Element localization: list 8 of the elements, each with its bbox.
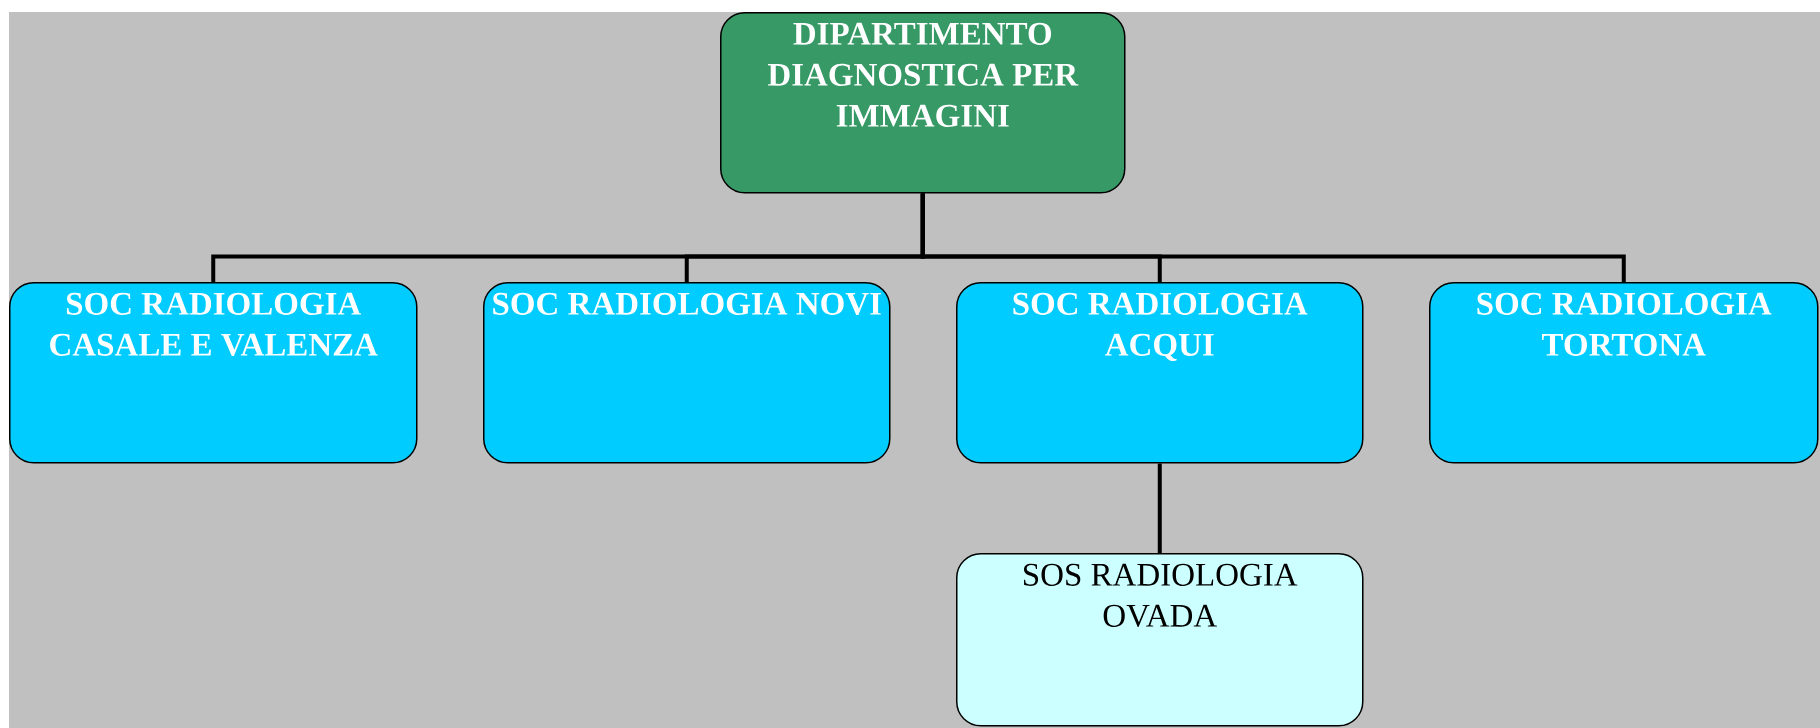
org-box: SOC RADIOLOGIA CASALE E VALENZA (9, 282, 418, 464)
org-box: DIPARTIMENTO DIAGNOSTICA PER IMMAGINI (720, 12, 1126, 194)
org-box: SOC RADIOLOGIA TORTONA (1429, 282, 1819, 464)
org-box: SOC RADIOLOGIA ACQUI (956, 282, 1364, 464)
connector-line (1157, 463, 1162, 553)
org-box: SOS RADIOLOGIA OVADA (956, 553, 1364, 727)
org-box: SOC RADIOLOGIA NOVI (483, 282, 891, 464)
connector-line (920, 193, 1626, 282)
